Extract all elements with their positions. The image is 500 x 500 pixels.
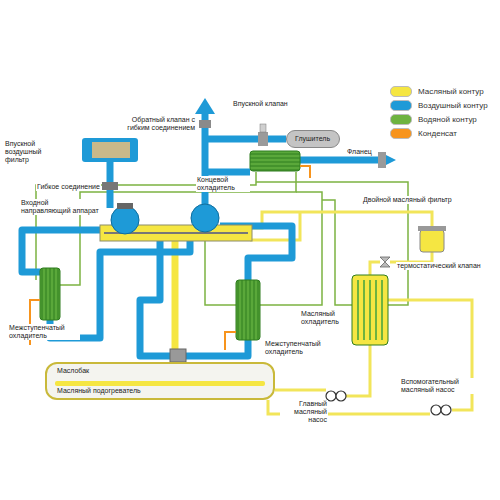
check-valve: [199, 120, 211, 128]
part-label: Обратный клапан с гибким соединением: [126, 116, 196, 132]
part-label: Впускной воздушный фильтр: [4, 140, 66, 164]
legend-entry: Водяной контур: [390, 114, 477, 125]
heater-label: Масляный подогреватель: [57, 387, 263, 395]
tank-label: Маслобак: [57, 367, 263, 375]
part-label: Межступенчатый охладитель: [8, 324, 80, 340]
flange: [378, 152, 386, 168]
muffler-label: Глушитель: [295, 135, 331, 143]
main-oil-pump: [326, 391, 346, 401]
compressor-stage: [191, 204, 219, 232]
intake-valve: [258, 132, 268, 146]
inlet-guide-vanes: [117, 203, 133, 209]
valve-actuator: [260, 124, 266, 132]
part-label: Впускной клапан: [232, 100, 289, 108]
air-outlet-arrow: [195, 98, 215, 114]
oil-drain: [172, 241, 179, 362]
aftercooler: [250, 151, 300, 171]
part-label: Вспомогательный масляный насос: [400, 378, 482, 394]
part-label: Двойной масляный фильтр: [362, 196, 453, 204]
part-label: Концевой охладитель: [196, 176, 250, 192]
intercooler: [236, 280, 260, 340]
part-label: Гибкое соединение: [36, 183, 101, 191]
oil-cooler-tubes: [358, 280, 382, 340]
muffler: Глушитель: [286, 130, 340, 148]
air-pipe: [22, 112, 380, 356]
filter-cartridge: [92, 142, 130, 158]
legend-swatch: [390, 128, 412, 139]
legend-swatch: [390, 86, 412, 97]
part-label: Главный масляный насос: [280, 400, 328, 424]
thermostatic-valve: [380, 257, 390, 267]
legend-swatch: [390, 114, 412, 125]
legend-text: Конденсат: [418, 129, 457, 138]
flexible-joint: [102, 182, 118, 190]
legend-entry: Конденсат: [390, 128, 457, 139]
legend-swatch: [390, 100, 412, 111]
legend-entry: Воздушный контур: [390, 100, 488, 111]
flange-arrow: [386, 155, 396, 165]
oil-heater: [55, 381, 265, 386]
oil-tank-motor: [170, 349, 186, 362]
oil-tank: МаслобакМасляный подогреватель: [45, 362, 275, 400]
oil-filter: [420, 230, 444, 252]
oil-filter-cap: [418, 226, 446, 231]
legend-text: Воздушный контур: [418, 101, 488, 110]
oil-cooler: [352, 275, 388, 345]
aux-oil-pump: [431, 405, 451, 415]
legend-entry: Масляный контур: [390, 86, 484, 97]
legend-text: Водяной контур: [418, 115, 477, 124]
part-label: термостатический клапан: [396, 262, 482, 270]
part-label: Масляный охладитель: [300, 310, 350, 326]
compressor-stage: [111, 206, 139, 234]
intercooler: [40, 268, 60, 320]
part-label: Межступенчатый охладитель: [264, 340, 332, 356]
air-filter: [82, 138, 138, 162]
legend-text: Масляный контур: [418, 87, 484, 96]
part-label: Входной направляющий аппарат: [20, 199, 100, 215]
condensate-drain: [30, 166, 310, 350]
part-label: Фланец: [346, 148, 373, 156]
